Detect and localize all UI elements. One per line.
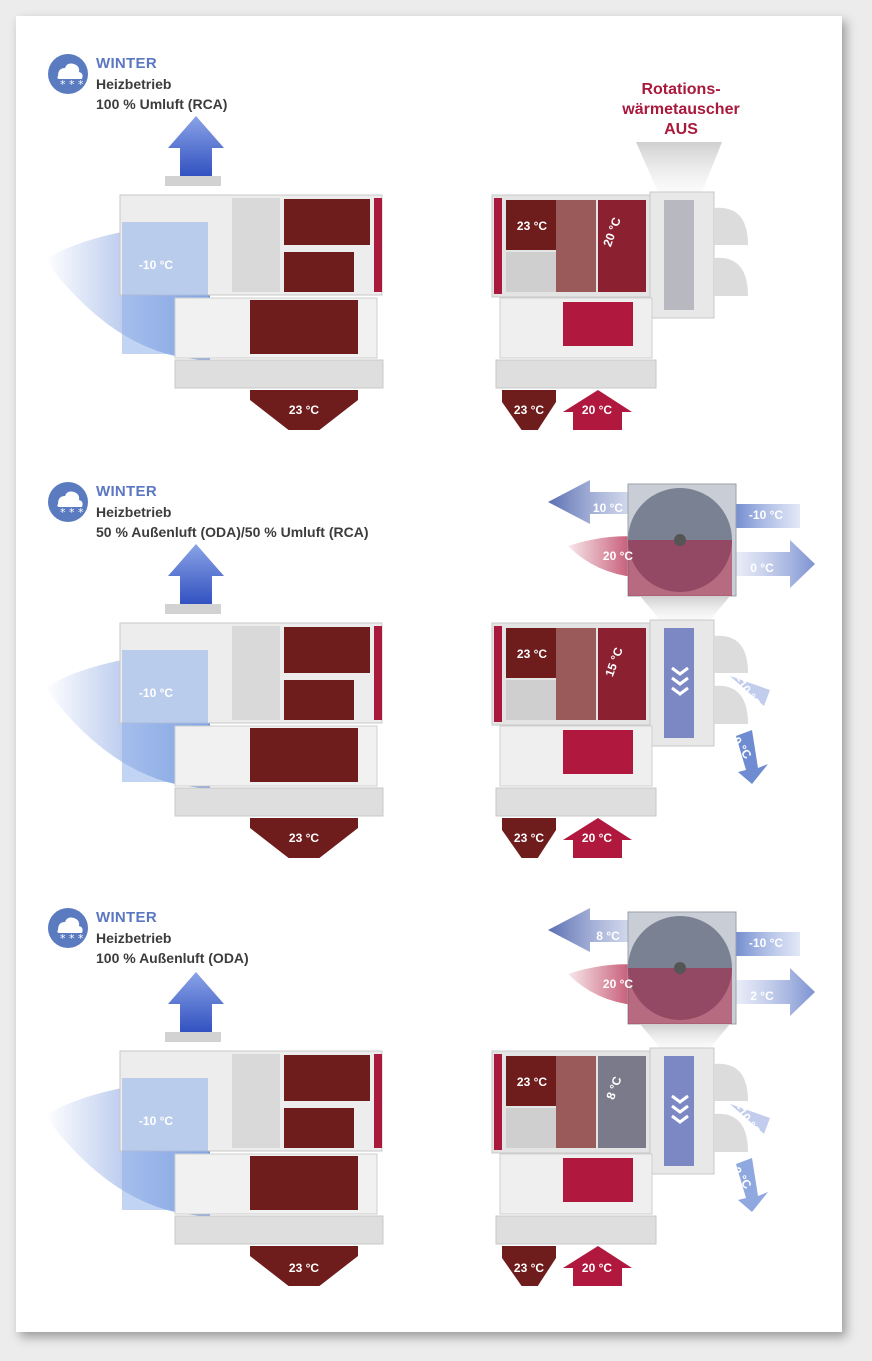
scene-3-art — [45, 908, 815, 1286]
rotor-top-left-temp: 8 °C — [596, 929, 620, 943]
room-temp: 23 °C — [516, 647, 548, 661]
supply-temp: 23 °C — [288, 1261, 320, 1275]
right-supply-temp: 23 °C — [513, 831, 545, 845]
rotor-bottom-left-temp: 20 °C — [602, 549, 634, 563]
rotor-bottom-right-temp: 0 °C — [750, 561, 774, 575]
return-temp: 20 °C — [581, 831, 613, 845]
rotor-top-right-temp: -10 °C — [748, 508, 784, 522]
outside-temp: -10 °C — [138, 258, 174, 272]
supply-temp: 23 °C — [288, 403, 320, 417]
left-arrow-icon — [548, 908, 640, 952]
scene-1: * * * WINTER Heizbetrieb 100 % Umluft (R… — [0, 0, 872, 430]
room-temp: 23 °C — [516, 219, 548, 233]
svg-text:* * *: * * * — [60, 78, 84, 91]
up-arrow-icon — [563, 390, 632, 430]
right-arrow-icon — [732, 968, 815, 1016]
return-temp: 20 °C — [581, 1261, 613, 1275]
season-label: WINTER — [96, 483, 157, 500]
mode-label: Heizbetrieb — [96, 504, 172, 520]
chevron-down-icon — [671, 1094, 689, 1124]
snowflake-cloud-icon: * * * — [48, 54, 88, 94]
rotor-bottom-right-temp: 2 °C — [750, 989, 774, 1003]
up-arrow-icon — [563, 818, 632, 858]
down-arrow-icon — [502, 1246, 556, 1286]
scene-1-art — [45, 116, 748, 430]
season-label: WINTER — [96, 909, 157, 926]
rotor-top-left-temp: 10 °C — [592, 501, 624, 515]
season-label: WINTER — [96, 55, 157, 72]
right-arrow-icon — [732, 540, 815, 588]
panel — [284, 199, 370, 245]
snowflake-cloud-icon: * * * — [48, 908, 88, 948]
scene-3: * * * WINTER Heizbetrieb 100 % Außenluft… — [0, 856, 872, 1286]
outside-temp: -10 °C — [138, 686, 174, 700]
air-mode-label: 50 % Außenluft (ODA)/50 % Umluft (RCA) — [96, 524, 369, 540]
up-arrow-icon — [168, 972, 224, 1034]
down-arrow-icon — [502, 390, 556, 430]
down-arrow-icon — [250, 1246, 358, 1286]
up-arrow-icon — [168, 544, 224, 606]
right-supply-temp: 23 °C — [513, 403, 545, 417]
air-mode-label: 100 % Umluft (RCA) — [96, 96, 228, 112]
up-arrow-icon — [563, 1246, 632, 1286]
up-arrow-icon — [168, 116, 224, 178]
svg-text:* * *: * * * — [60, 506, 84, 519]
down-arrow-icon — [250, 390, 358, 430]
outside-temp: -10 °C — [138, 1114, 174, 1128]
scene-2-art — [45, 480, 815, 858]
chevron-down-icon — [671, 666, 689, 696]
room-temp: 23 °C — [516, 1075, 548, 1089]
mode-label: Heizbetrieb — [96, 76, 172, 92]
mode-label: Heizbetrieb — [96, 930, 172, 946]
right-supply-temp: 23 °C — [513, 1261, 545, 1275]
down-arrow-icon — [502, 818, 556, 858]
return-temp: 20 °C — [581, 403, 613, 417]
supply-temp: 23 °C — [288, 831, 320, 845]
svg-text:* * *: * * * — [60, 932, 84, 945]
air-mode-label: 100 % Außenluft (ODA) — [96, 950, 249, 966]
rotor-top-right-temp: -10 °C — [748, 936, 784, 950]
left-arrow-icon — [548, 480, 640, 524]
rotor-bottom-left-temp: 20 °C — [602, 977, 634, 991]
snowflake-cloud-icon: * * * — [48, 482, 88, 522]
down-arrow-icon — [250, 818, 358, 858]
scene-2: * * * WINTER Heizbetrieb 50 % Außenluft … — [0, 428, 872, 858]
